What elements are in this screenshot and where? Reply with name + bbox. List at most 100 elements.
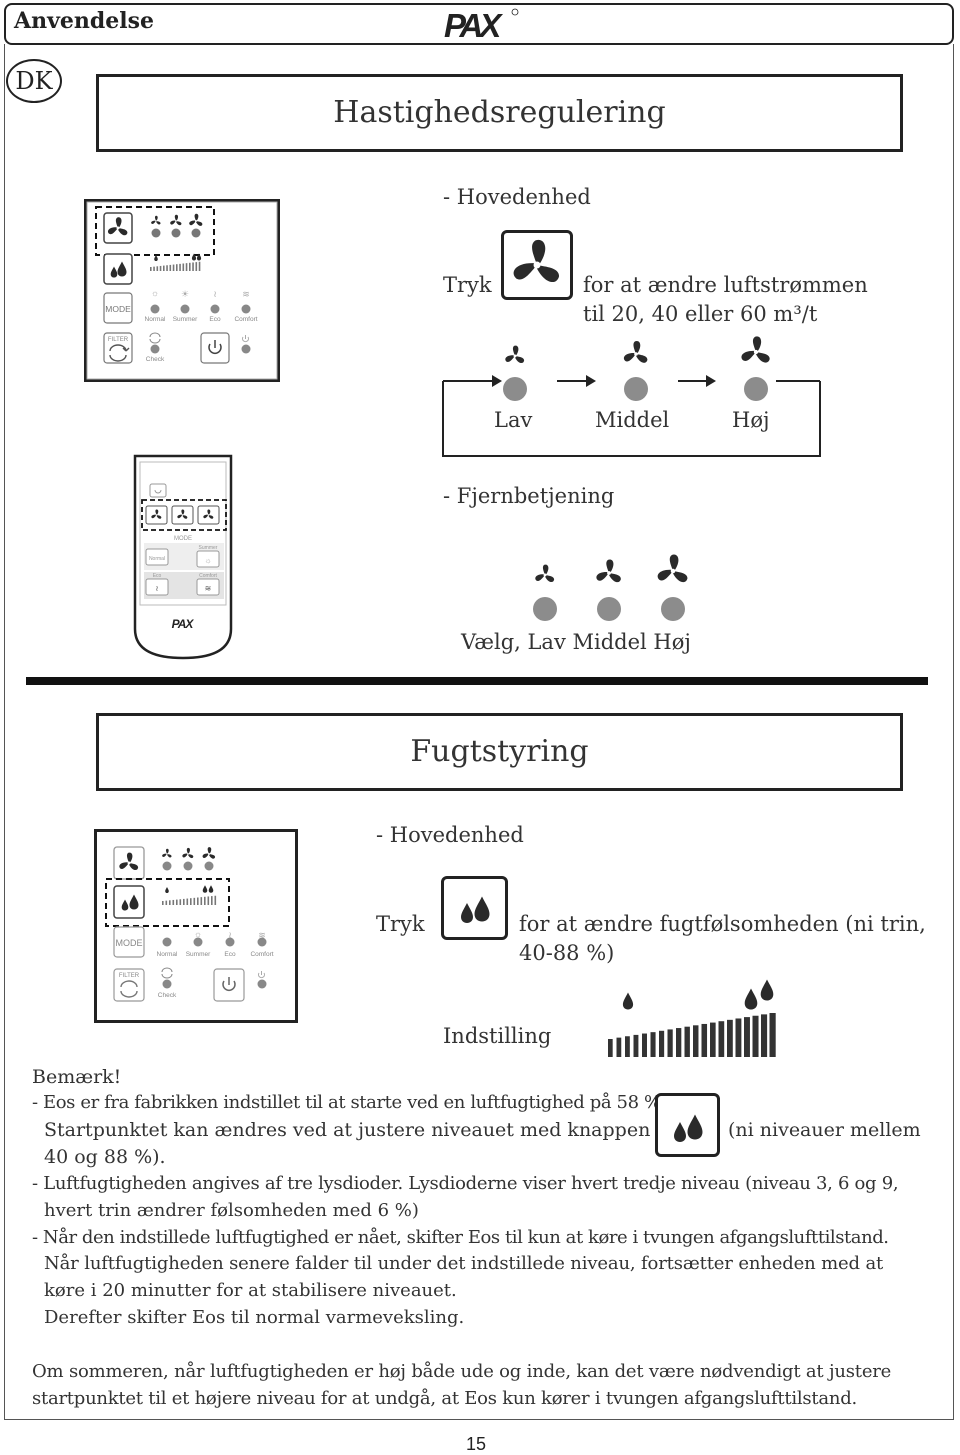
panel2-mode-normal: Normal — [157, 951, 179, 958]
section-label: Anvendelse — [14, 8, 154, 34]
panel-level-bar — [214, 895, 217, 905]
panel-level-bar — [207, 896, 210, 905]
panel-level-bar — [179, 263, 181, 271]
svg-text:≀: ≀ — [156, 584, 159, 593]
panel-level-bar — [190, 898, 192, 905]
fan-button-icon — [501, 230, 573, 300]
speed-main-unit-heading: - Hovedenhed — [443, 185, 591, 209]
pax-logo: PAX — [442, 7, 520, 44]
panel2-mode-summer: Summer — [186, 951, 211, 958]
remote-control: MODE Normal Summer ☼ Eco ≀ Comfort ≋ PAX — [132, 454, 234, 660]
setting-step-bar — [710, 1022, 716, 1057]
remote-comfort-label: Comfort — [199, 573, 217, 579]
main-unit-panel-humidity: MODE ☼ ≀ ≋ Normal Summer Eco Comfort FIL… — [94, 829, 298, 1023]
setting-step-bar — [727, 1019, 733, 1057]
setting-step-bar — [752, 1015, 759, 1057]
setting-step-bar — [701, 1023, 708, 1057]
remote-brand: PAX — [172, 617, 195, 631]
speed-press-label: Tryk — [443, 273, 492, 297]
svg-text:PAX: PAX — [444, 7, 503, 41]
mode-summer: Summer — [173, 316, 198, 323]
setting-step-bar — [633, 1034, 639, 1057]
section-separator — [26, 677, 928, 685]
remote-mode-label: MODE — [174, 536, 192, 542]
note-line-5: hvert trin ændrer følsomheden med 6 %) — [44, 1200, 419, 1221]
panel-level-bar — [169, 264, 172, 271]
panel-level-bar — [186, 898, 189, 905]
panel-level-bar — [169, 900, 171, 905]
panel-level-bar — [176, 264, 178, 271]
panel-filter-label: FILTER — [108, 337, 129, 343]
panel-level-bar — [159, 265, 162, 271]
speed-title: Hastighedsregulering — [96, 74, 903, 152]
panel-level-bar — [172, 899, 175, 905]
humidity-setting-scale — [604, 976, 780, 1060]
speed-press-desc-1: for at ændre luftstrømmen — [583, 273, 868, 297]
setting-step-bar — [693, 1025, 699, 1057]
svg-text:☼: ☼ — [204, 556, 211, 565]
level-low: Lav — [494, 408, 533, 432]
note-line-9: Derefter skifter Eos til normal varmevek… — [44, 1307, 465, 1328]
level-high: Høj — [732, 408, 770, 432]
setting-step-bar — [761, 1014, 768, 1057]
panel-level-bar — [192, 262, 194, 271]
panel-mode-label: MODE — [105, 304, 131, 314]
setting-step-bar — [718, 1021, 725, 1057]
setting-step-bar — [769, 1013, 776, 1057]
panel-level-bar — [172, 264, 175, 271]
humidity-title: Fugtstyring — [96, 713, 903, 791]
panel-level-bar — [163, 265, 165, 271]
panel2-check-label: Check — [158, 992, 177, 999]
svg-text:≋: ≋ — [242, 289, 250, 299]
summer-note-line-2: startpunktet til et højere niveau for at… — [32, 1388, 857, 1409]
speed-press-desc-2: til 20, 40 eller 60 m³/t — [583, 302, 818, 326]
panel-level-bar — [166, 265, 168, 271]
panel-level-bar — [185, 263, 188, 271]
mode-eco: Eco — [209, 316, 221, 323]
setting-step-bar — [650, 1032, 656, 1057]
panel-level-bar — [165, 900, 168, 905]
panel-check-label: Check — [146, 356, 165, 363]
remote-fan-levels — [520, 553, 700, 625]
svg-text:☼: ☼ — [151, 288, 159, 298]
setting-step-bar — [735, 1018, 742, 1057]
svg-text:☀: ☀ — [181, 289, 189, 299]
panel-level-bar — [150, 267, 152, 271]
svg-text:≀: ≀ — [228, 930, 231, 940]
panel-level-bar — [162, 901, 164, 905]
remote-eco-label: Eco — [153, 573, 162, 579]
setting-step-bar — [608, 1039, 613, 1057]
panel-level-bar — [197, 897, 199, 905]
panel-level-bar — [211, 896, 213, 905]
panel2-filter-label: FILTER — [119, 973, 140, 979]
panel-level-bar — [176, 899, 178, 905]
note-heading: Bemærk! — [32, 1066, 122, 1088]
svg-text:≀: ≀ — [213, 289, 216, 299]
summer-note-line-1: Om sommeren, når luftfugtigheden er høj … — [32, 1361, 892, 1382]
humidity-button-icon-inline — [655, 1093, 720, 1157]
panel-level-bar — [189, 262, 191, 271]
panel-level-bar — [179, 899, 182, 905]
setting-step-bar — [625, 1036, 630, 1057]
setting-step-bar — [676, 1028, 682, 1057]
panel-level-bar — [198, 261, 201, 271]
humidity-main-unit-heading: - Hovedenhed — [376, 823, 524, 847]
remote-summer-label: Summer — [199, 545, 218, 551]
setting-label: Indstilling — [443, 1024, 552, 1048]
mode-comfort: Comfort — [234, 316, 257, 323]
note-line-2-right: (ni niveauer mellem — [728, 1119, 921, 1141]
panel-level-bar — [193, 897, 196, 905]
page-frame — [4, 44, 954, 1420]
speed-cycle-diagram — [440, 336, 822, 458]
panel-level-bar — [204, 896, 206, 905]
panel2-mode-comfort: Comfort — [250, 951, 273, 958]
note-line-1: - Eos er fra fabrikken indstillet til at… — [32, 1092, 666, 1113]
note-line-3: 40 og 88 %). — [44, 1146, 166, 1168]
note-line-4: - Luftfugtigheden angives af tre lysdiod… — [32, 1173, 899, 1194]
panel2-mode-eco: Eco — [224, 951, 236, 958]
setting-step-bar — [642, 1033, 647, 1057]
remote-levels-caption: Vælg, Lav Middel Høj — [461, 630, 691, 654]
mode-normal: Normal — [145, 316, 167, 323]
humidity-press-label: Tryk — [376, 912, 425, 936]
level-medium: Middel — [595, 408, 670, 432]
